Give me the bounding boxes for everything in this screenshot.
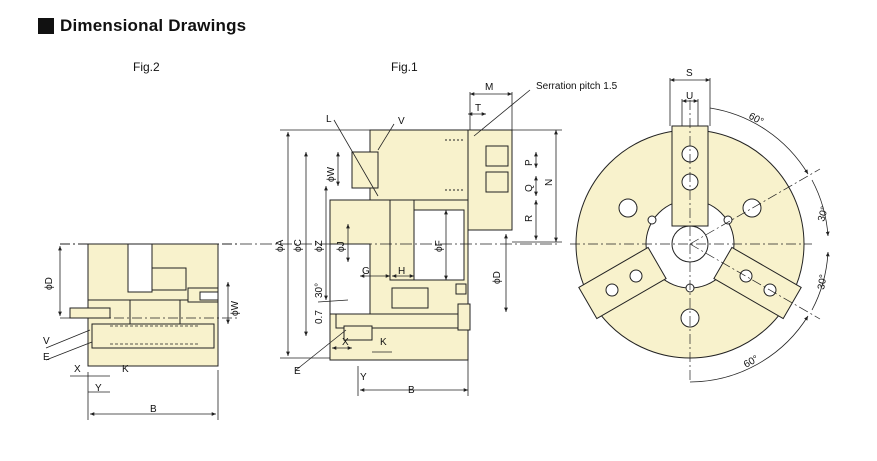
fig1-d-label: ϕD (492, 271, 503, 284)
fig1-dimension-lines (280, 89, 562, 396)
front-30a-label: 30° (816, 205, 831, 222)
fig1-j-label: ϕJ (336, 241, 347, 252)
front-60-top-label: 60° (747, 111, 766, 128)
fig2-w-label: ϕW (230, 300, 241, 316)
fig1-angle30-label: 30° (314, 283, 325, 298)
front-view-dimension-lines (669, 78, 830, 383)
header-square-icon (38, 18, 54, 34)
fig1-p-label: P (524, 159, 535, 166)
fig2-y-label: Y (95, 383, 102, 394)
fig1-y-label: Y (360, 372, 367, 383)
fig1-label: Fig.1 (391, 60, 418, 74)
fig1-t-label: T (475, 103, 481, 114)
section-header: Dimensional Drawings (38, 14, 246, 38)
serration-pitch-annotation: Serration pitch 1.5 (536, 81, 618, 92)
fig1-q-label: Q (524, 184, 535, 192)
fig1-g-label: G (362, 266, 370, 277)
fig2-x-label: X (74, 364, 81, 375)
fig2-drawing (60, 243, 238, 367)
fig1-c-label: ϕC (293, 239, 304, 252)
front-60-bottom-label: 60° (742, 354, 761, 371)
fig1-a-label: ϕA (275, 239, 286, 252)
fig2-e-label: E (43, 352, 50, 363)
front-view-centerlines (570, 100, 821, 380)
front-30b-label: 30° (816, 274, 829, 291)
page-title: Dimensional Drawings (60, 16, 247, 35)
fig1-k-label: K (380, 337, 387, 348)
fig1-r-label: R (524, 215, 535, 222)
fig1-f-label: ϕF (434, 240, 445, 252)
fig1-x-label: X (342, 337, 349, 348)
fig1-z-label: ϕZ (314, 240, 325, 252)
fig2-label: Fig.2 (133, 60, 160, 74)
fig1-drawing (329, 129, 513, 361)
fig2-v-label: V (43, 336, 50, 347)
front-u-label: U (686, 91, 693, 102)
fig2-d-label: ϕD (44, 277, 55, 290)
fig2-b-label: B (150, 404, 157, 415)
fig1-m-label: M (485, 82, 493, 93)
fig1-w-label: ϕW (326, 166, 337, 182)
front-s-label: S (686, 68, 693, 79)
fig2-k-label: K (122, 364, 129, 375)
fig1-b-label: B (408, 385, 415, 396)
fig1-e-label: E (294, 366, 301, 377)
fig1-dim07-label: 0.7 (314, 310, 325, 324)
fig1-v-label: V (398, 116, 405, 127)
fig2-dimension-lines (45, 246, 230, 420)
fig1-h-label: H (398, 266, 405, 277)
fig1-l-label: L (326, 114, 332, 125)
fig1-n-label: N (544, 179, 555, 186)
